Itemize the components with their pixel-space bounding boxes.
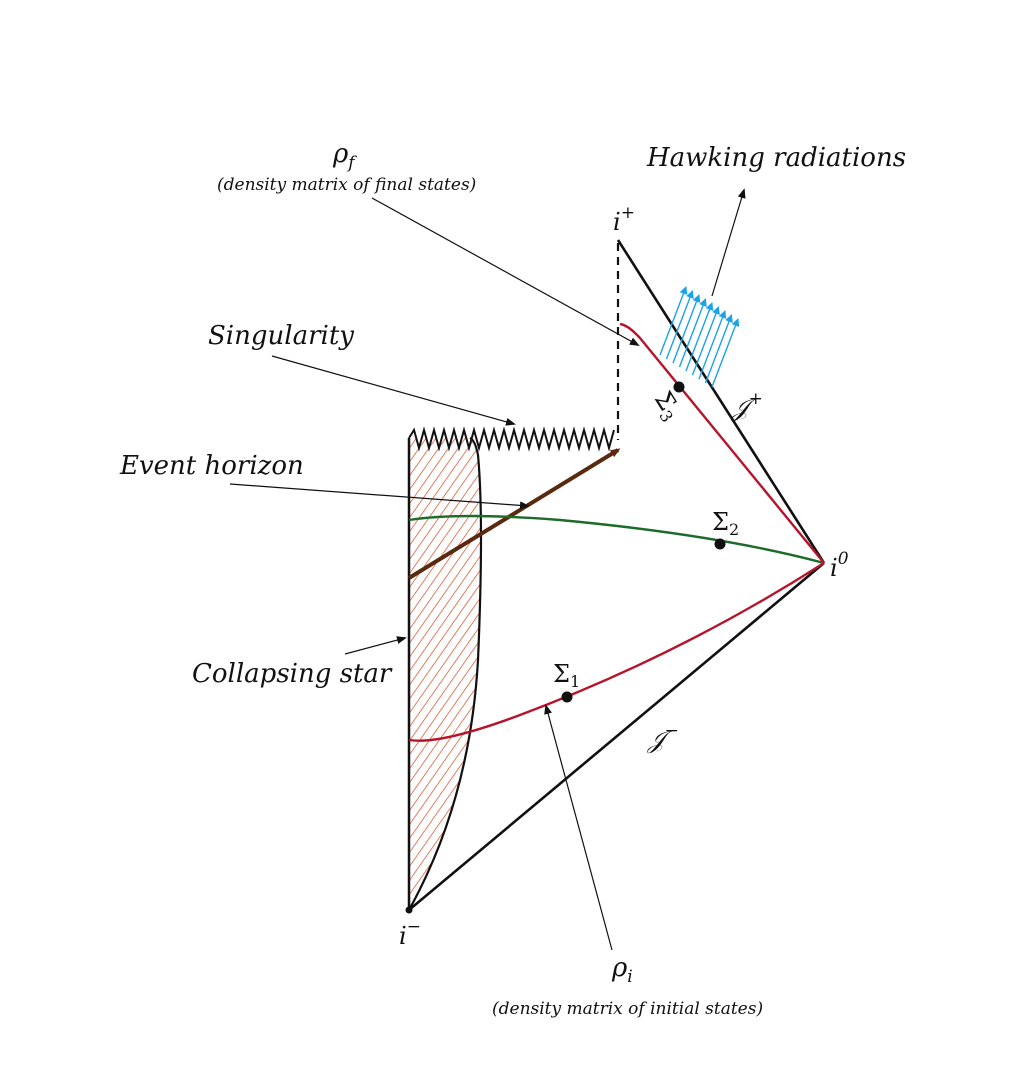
event-horizon-line [407, 448, 621, 580]
hawking-ray [665, 290, 694, 360]
i-minus-point [405, 906, 413, 914]
rho-i-label: ρi [611, 953, 633, 987]
scri-plus-label: 𝒥+ [731, 389, 763, 422]
future-null-infinity-line [616, 239, 826, 564]
rho-i-arrow [544, 704, 613, 951]
hawking-ray [691, 306, 720, 376]
hawking-ray [704, 314, 733, 384]
sigma1-point [561, 691, 573, 703]
sigma3-point [673, 381, 685, 393]
rho-f-arrow [371, 197, 640, 346]
event-horizon-arrow [229, 483, 530, 510]
sigma2-point [714, 538, 726, 550]
hawking-ray [672, 294, 701, 364]
sigma2-surface [408, 514, 825, 565]
hawking-radiation-arrows [659, 286, 740, 388]
hawking-label: Hawking radiations [646, 143, 906, 173]
sigma3-label: Σ3 [646, 386, 687, 425]
scri-minus-label: 𝒥− [647, 721, 679, 754]
rho-f-caption: (density matrix of final states) [217, 175, 476, 195]
collapsing-star-label: Collapsing star [192, 659, 393, 689]
hawking-arrow [711, 188, 746, 297]
singularity-arrow [271, 355, 516, 426]
rho-f-label: ρf [332, 139, 357, 173]
past-null-infinity-line [408, 562, 825, 911]
hawking-ray [698, 310, 727, 380]
singularity-zigzag [408, 426, 615, 452]
hawking-ray [678, 298, 707, 368]
i-zero-label: i0 [830, 549, 849, 582]
star-surface-line [408, 436, 483, 911]
i-minus-label: i− [399, 917, 421, 950]
sigma3-surface [619, 322, 825, 564]
singularity-label: Singularity [208, 321, 354, 351]
hawking-ray [685, 302, 714, 372]
hawking-ray [659, 286, 688, 356]
i-plus-label: i+ [613, 203, 635, 236]
collapsing-star-arrow [344, 636, 407, 655]
sigma2-label: Σ2 [712, 508, 739, 539]
collapsing-star-region [409, 438, 481, 910]
rho-i-caption: (density matrix of initial states) [492, 999, 763, 1019]
sigma1-label: Σ1 [553, 660, 580, 691]
event-horizon-label: Event horizon [119, 451, 304, 481]
hawking-ray [711, 318, 740, 388]
